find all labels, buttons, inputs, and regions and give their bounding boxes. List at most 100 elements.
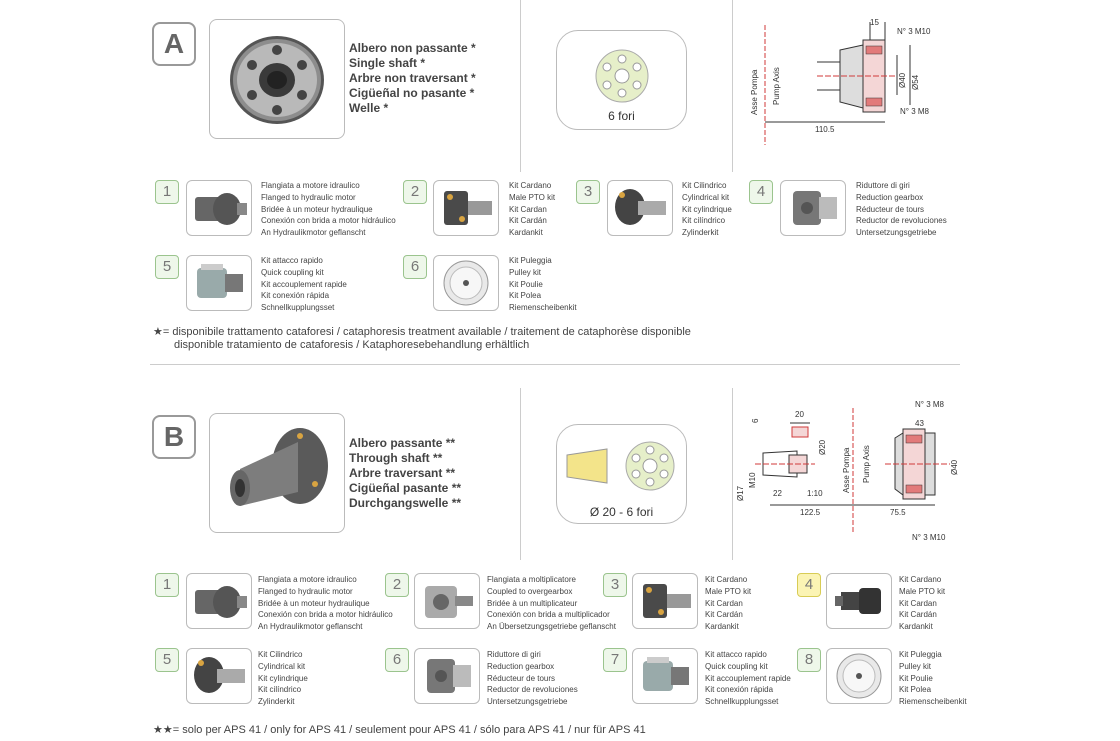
kit-b8-line: Riemenscheibenkit xyxy=(899,697,967,707)
kit-a6-line: Riemenscheibenkit xyxy=(509,303,577,313)
section-letter-a: A xyxy=(152,22,196,66)
kit-a5-line: Kit accouplement rapide xyxy=(261,279,347,289)
kit-b3-number: 3 xyxy=(603,573,627,597)
kit-b2-line: Conexión con brida a multiplicador xyxy=(487,610,610,620)
kit-b5-number: 5 xyxy=(155,648,179,672)
dim-d40: Ø40 xyxy=(950,459,959,475)
cylindrical-kit-icon xyxy=(615,189,666,225)
technical-drawing-a: Asse Pompa Pump Axis 15 N° 3 M10 N° 3 M8… xyxy=(750,18,931,145)
kit-b7-line: Kit conexión rápida xyxy=(705,685,774,695)
kit-a6-image xyxy=(433,255,499,311)
bolts-top-label: N° 3 M8 xyxy=(915,400,945,409)
kit-a5-number: 5 xyxy=(155,255,179,279)
kit-a2-line: Kardankit xyxy=(509,228,543,238)
reduction-gearbox-icon xyxy=(427,659,471,693)
kit-b2-line: Flangiata a moltiplicatore xyxy=(487,575,576,584)
name-it: Albero non passante * xyxy=(349,41,476,55)
kit-b6-line: Untersetzungsgetriebe xyxy=(487,697,568,707)
shaft-names-b: Albero passante ** Through shaft ** Arbr… xyxy=(349,436,461,511)
name-fr: Arbre traversant ** xyxy=(349,466,456,480)
kit-b5-line: Cylindrical kit xyxy=(258,661,306,671)
quick-coupling-icon xyxy=(197,264,243,298)
axis-label-en: Pump Axis xyxy=(862,445,871,483)
kit-a5-line: Schnellkupplungsset xyxy=(261,303,335,313)
kit-a3-line: Zylinderkit xyxy=(682,228,719,238)
name-de: Welle * xyxy=(349,101,389,115)
footnote-b: ★★= solo per APS 41 / only for APS 41 / … xyxy=(153,724,646,737)
kit-a1-line: Conexión con brida a motor hidráulico xyxy=(261,216,396,226)
kit-b7-line: Kit attacco rapido xyxy=(705,650,767,659)
name-en: Through shaft ** xyxy=(349,451,443,465)
pulley-kit-icon xyxy=(836,653,882,699)
cylindrical-kit-icon xyxy=(194,657,245,693)
shaft-and-holes-icon xyxy=(566,441,675,491)
kit-b2-number: 2 xyxy=(385,573,409,597)
kit-a1-line: Flangiata a motore idraulico xyxy=(261,181,360,190)
kit-b6-line: Réducteur de tours xyxy=(487,673,556,683)
kit-a3-image xyxy=(607,180,673,236)
kit-b6-line: Riduttore di giri xyxy=(487,650,541,659)
dim-22: 22 xyxy=(773,489,782,498)
kit-b8-line: Kit Puleggia xyxy=(899,650,942,659)
axis-label-it: Asse Pompa xyxy=(842,447,851,493)
kit-a4-line: Réducteur de tours xyxy=(856,204,925,214)
hole-pattern-box-a: 6 fori xyxy=(556,30,687,130)
note-b-text: = solo per APS 41 / only for APS 41 / se… xyxy=(172,724,646,736)
axis-label-it: Asse Pompa xyxy=(750,69,759,115)
kit-a4-line: Riduttore di giri xyxy=(856,181,910,190)
kit-b6-number: 6 xyxy=(385,648,409,672)
kit-b4-line: Kit Cardán xyxy=(899,610,937,620)
dim-d54: Ø54 xyxy=(911,74,920,90)
kit-a6-line: Kit Puleggia xyxy=(509,256,552,265)
kit-a3-line: Kit cylindrique xyxy=(682,204,732,214)
kit-b4-line: Kit Cardano xyxy=(899,575,942,584)
kit-a3-line: Kit Cilindrico xyxy=(682,181,727,190)
kit-a6-line: Kit Poulie xyxy=(509,279,543,289)
kit-b2-line: Bridée à un multiplicateur xyxy=(487,598,578,608)
name-en: Single shaft * xyxy=(349,56,426,70)
kit-a3-number: 3 xyxy=(576,180,600,204)
kit-b5-line: Kit cilíndrico xyxy=(258,685,302,695)
cardan-kit-icon xyxy=(643,584,691,618)
kit-a1-image xyxy=(186,180,252,236)
name-es: Cigüeñal pasante ** xyxy=(349,481,462,495)
kit-b1-image xyxy=(186,573,252,629)
shaft-names-a: Albero non passante * Single shaft * Arb… xyxy=(349,41,476,116)
kit-b7-image xyxy=(632,648,698,704)
note-star-a: ★ xyxy=(153,326,163,338)
kit-a2-image xyxy=(433,180,499,236)
kit-b7-line: Schnellkupplungsset xyxy=(705,697,779,707)
kit-b3-line: Kit Cardán xyxy=(705,610,743,620)
kit-b5-line: Kit Cilindrico xyxy=(258,650,303,659)
divider-a-2 xyxy=(732,0,733,172)
name-de: Durchgangswelle ** xyxy=(349,496,462,510)
kit-b6-image xyxy=(414,648,480,704)
holes-caption: 6 fori xyxy=(608,109,635,123)
kit-b5-line: Zylinderkit xyxy=(258,697,295,707)
kit-b8-image xyxy=(826,648,892,704)
kit-b1-line: Conexión con brida a motor hidráulico xyxy=(258,610,393,620)
axis-label-en: Pump Axis xyxy=(772,67,781,105)
kit-a2-line: Kit Cardano xyxy=(509,181,552,190)
kit-b1-line: An Hydraulikmotor geflanscht xyxy=(258,622,363,632)
six-holes-flange-icon xyxy=(595,49,649,103)
kit-b4-line: Kit Cardan xyxy=(899,598,937,608)
kit-a1-number: 1 xyxy=(155,180,179,204)
note-stars-b: ★★ xyxy=(153,724,173,736)
kit-a4-line: Reduction gearbox xyxy=(856,192,924,202)
dim-75: 75.5 xyxy=(890,508,906,517)
dim-110: 110.5 xyxy=(815,125,835,134)
name-fr: Arbre non traversant * xyxy=(349,71,476,85)
overgearbox-icon xyxy=(425,586,473,618)
reduction-gearbox-icon xyxy=(793,191,837,225)
kit-b2-line: Coupled to overgearbox xyxy=(487,586,573,596)
kit-a5-line: Kit conexión rápida xyxy=(261,291,330,301)
kit-b3-line: Male PTO kit xyxy=(705,586,752,596)
